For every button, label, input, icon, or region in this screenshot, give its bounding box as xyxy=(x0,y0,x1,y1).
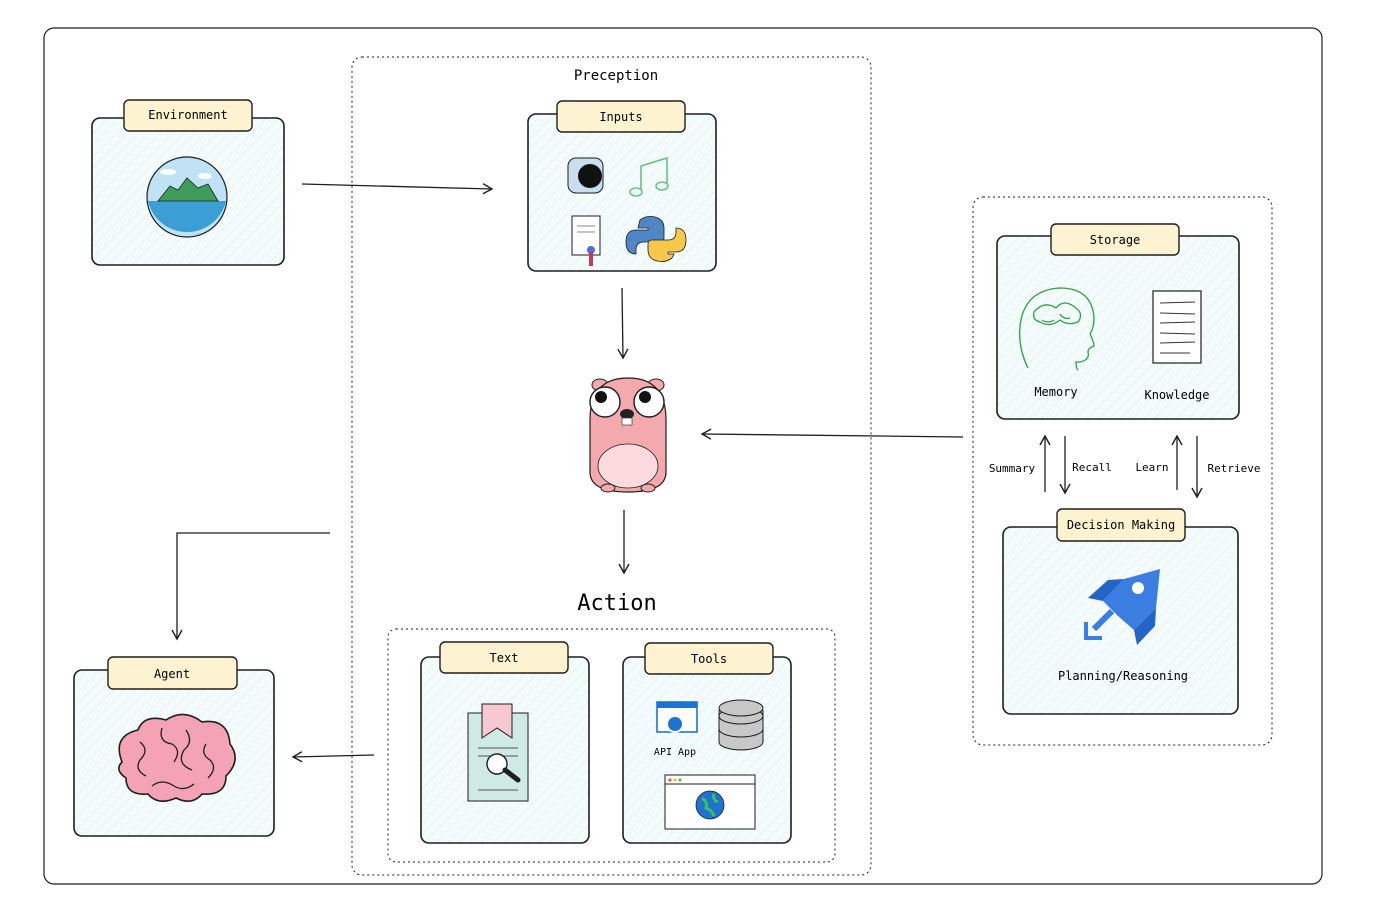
decision-making-card: Decision Making Planning/Reasoning xyxy=(1002,508,1239,715)
python-logo-icon xyxy=(625,216,687,262)
planning-label: Planning/Reasoning xyxy=(1058,669,1188,683)
rocket-icon xyxy=(1084,569,1160,645)
inputs-card: Inputs xyxy=(527,100,717,272)
tools-card: Tools API App xyxy=(622,642,792,844)
storage-to-core-arrow xyxy=(700,428,964,440)
knowledge-document-icon xyxy=(1152,290,1202,364)
summary-label: Summary xyxy=(989,462,1036,475)
api-app-icon xyxy=(656,701,698,733)
action-title: Action xyxy=(577,591,656,616)
storage-decision-group xyxy=(972,196,1273,746)
memory-head-icon xyxy=(1019,287,1095,371)
memory-label: Memory xyxy=(1034,385,1077,399)
environment-label: Environment xyxy=(148,108,227,122)
web-browser-globe-icon xyxy=(664,774,756,830)
storage-card: Storage Memory Knowledge xyxy=(996,223,1240,420)
brain-icon xyxy=(118,713,236,802)
music-note-icon xyxy=(629,156,669,197)
recall-label: Recall xyxy=(1072,461,1112,474)
perception-to-agent-arrow xyxy=(171,532,330,641)
camera-lens-icon xyxy=(567,157,604,194)
retrieve-label: Retrieve xyxy=(1208,462,1261,475)
action-to-agent-arrow xyxy=(291,751,375,763)
inputs-label: Inputs xyxy=(599,110,642,124)
environment-to-inputs-arrow xyxy=(301,183,494,195)
decision-making-label: Decision Making xyxy=(1067,518,1175,532)
outer-frame xyxy=(43,27,1323,885)
perception-group xyxy=(351,56,872,876)
gopher-mascot-icon xyxy=(589,377,667,493)
knowledge-label: Knowledge xyxy=(1144,388,1209,402)
storage-label: Storage xyxy=(1090,233,1141,247)
learn-label: Learn xyxy=(1135,461,1168,474)
text-card-label: Text xyxy=(490,651,519,665)
inputs-to-core-arrow xyxy=(617,287,629,360)
island-icon xyxy=(146,156,228,238)
document-certificate-icon xyxy=(571,215,601,266)
environment-card: Environment xyxy=(91,99,285,266)
database-icon xyxy=(718,699,764,751)
perception-title: Preception xyxy=(574,68,658,84)
tools-card-label: Tools xyxy=(691,652,727,666)
agent-label: Agent xyxy=(154,667,190,681)
api-app-label: API App xyxy=(654,747,696,758)
action-group xyxy=(387,628,836,863)
agent-card: Agent xyxy=(73,656,275,837)
document-search-icon xyxy=(467,703,529,802)
text-card: Text xyxy=(420,641,590,844)
